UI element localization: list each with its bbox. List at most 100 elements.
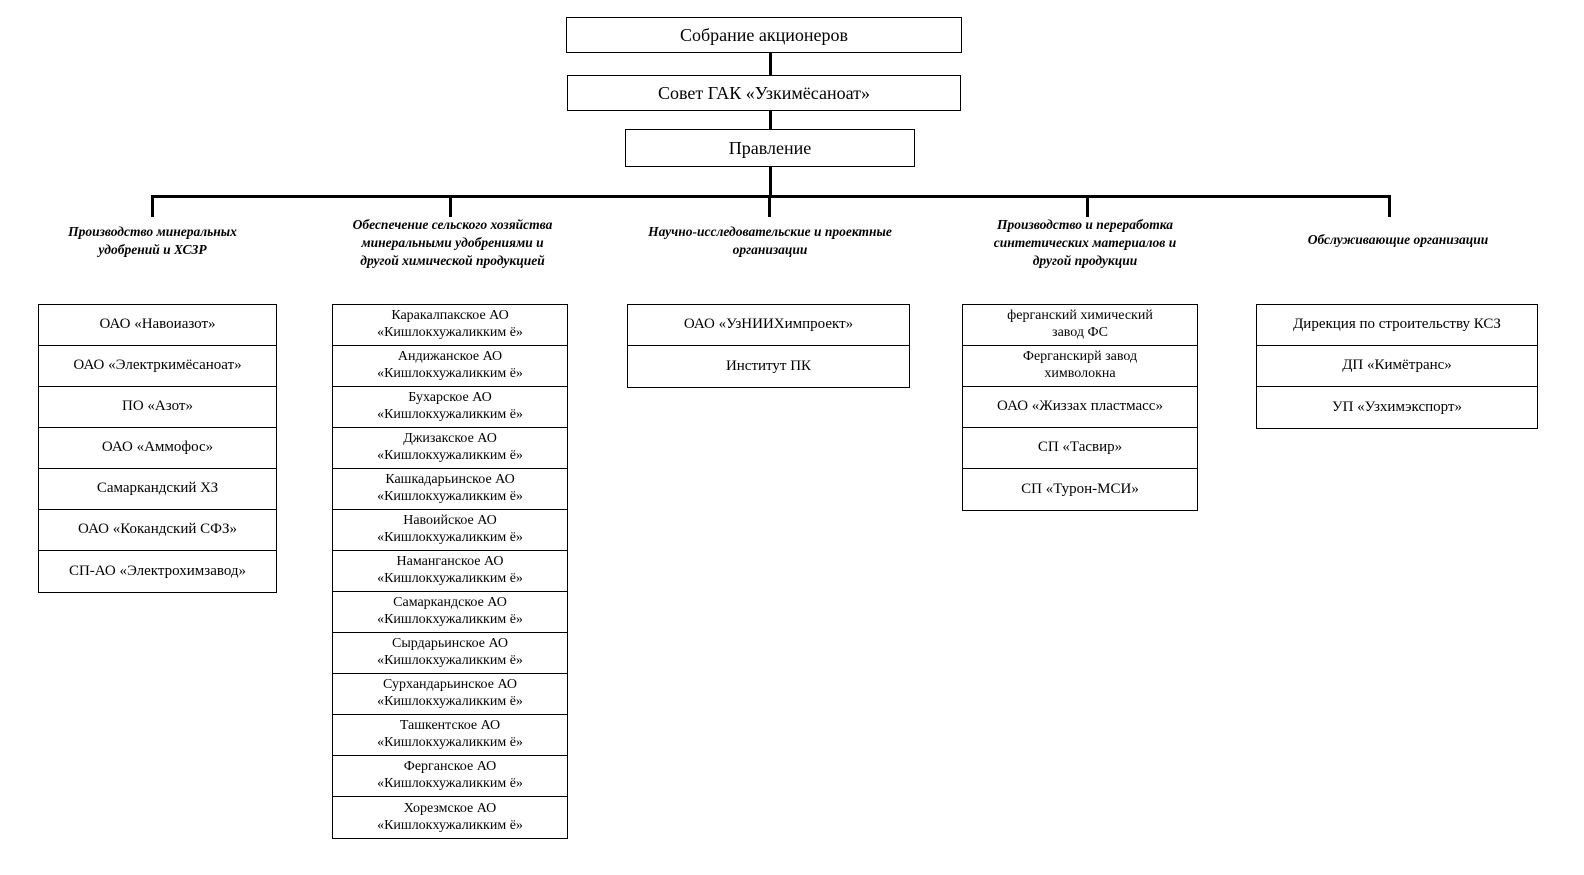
org-box-line: «Кишлокхужаликким ё» (377, 735, 523, 750)
org-box: СП «Турон-МСИ» (963, 469, 1197, 510)
org-box-line: Ферганское АО (403, 759, 497, 775)
connector-level2-to-level3 (769, 110, 772, 131)
org-box-line: завод ФС (1052, 325, 1108, 340)
org-box-line: ОАО «Кокандский СФЗ» (77, 521, 237, 538)
org-box: СП-АО «Электрохимзавод» (39, 551, 276, 592)
org-box-label: Ташкентское АО«Кишлокхужаликким ё» (337, 718, 563, 751)
org-list-column-2: Каракалпакское АО«Кишлокхужаликким ё»Анд… (332, 304, 568, 839)
org-box: Наманганское АО«Кишлокхужаликким ё» (333, 551, 567, 592)
org-box: ПО «Азот» (39, 387, 276, 428)
org-box-label: ОАО «Кокандский СФЗ» (43, 521, 272, 539)
org-box: Самаркандское АО«Кишлокхужаликким ё» (333, 592, 567, 633)
caption-column-4: Производство и переработка синтетических… (960, 216, 1210, 271)
org-box-label: Бухарское АО«Кишлокхужаликким ё» (337, 390, 563, 423)
org-box: Бухарское АО«Кишлокхужаликким ё» (333, 387, 567, 428)
caption-line: другой продукции (1032, 253, 1138, 269)
org-box-label: Сурхандарьинское АО«Кишлокхужаликким ё» (337, 677, 563, 710)
box-label: Собрание акционеров (679, 24, 849, 45)
org-box-label: СП-АО «Электрохимзавод» (43, 563, 272, 581)
box-council-gak: Совет ГАК «Узкимёсаноат» (567, 75, 961, 111)
caption-line: Научно-исследовательские и проектные (648, 224, 892, 239)
org-box-label: Андижанское АО«Кишлокхужаликким ё» (337, 349, 563, 382)
org-box-line: Бухарское АО (408, 390, 492, 406)
org-box-line: ОАО «Навоиазот» (99, 316, 216, 333)
org-box: Джизакское АО«Кишлокхужаликким ё» (333, 428, 567, 469)
org-box-line: Андижанское АО (397, 349, 503, 365)
org-box-line: «Кишлокхужаликким ё» (377, 694, 523, 709)
org-box-label: Самаркандское АО«Кишлокхужаликким ё» (337, 595, 563, 628)
org-box-label: ОАО «УзНИИХимпроект» (632, 316, 905, 334)
org-box-line: «Кишлокхужаликким ё» (377, 776, 523, 791)
org-box-label: Сырдарьинское АО«Кишлокхужаликким ё» (337, 636, 563, 669)
org-box: Институт ПК (628, 346, 909, 387)
org-box: Сырдарьинское АО«Кишлокхужаликким ё» (333, 633, 567, 674)
org-box: ОАО «Навоиазот» (39, 305, 276, 346)
org-box-line: ферганский химический (1007, 308, 1153, 324)
bus-drop-column-3 (768, 195, 771, 217)
org-box: ОАО «Жиззах пластмасс» (963, 387, 1197, 428)
org-box: Хорезмское АО«Кишлокхужаликким ё» (333, 797, 567, 838)
org-box-line: ДП «Кимётранс» (1342, 357, 1452, 374)
org-box: ОАО «Электркимёсаноат» (39, 346, 276, 387)
org-box-label: ОАО «Навоиазот» (43, 316, 272, 334)
org-box-line: Ферганскирй завод (1022, 349, 1138, 365)
caption-line: синтетических материалов и (993, 235, 1177, 251)
org-box-line: Сырдарьинское АО (392, 636, 508, 652)
org-box-label: УП «Узхимэкспорт» (1261, 399, 1533, 417)
connector-level3-to-bus (769, 166, 772, 197)
org-box: Кашкадарьинское АО«Кишлокхужаликким ё» (333, 469, 567, 510)
box-shareholders-meeting: Собрание акционеров (566, 17, 962, 53)
caption-line: удобрений и ХСЗР (98, 242, 207, 258)
caption-column-2: Обеспечение сельского хозяйства минераль… (330, 216, 575, 271)
org-box: Ферганское АО«Кишлокхужаликким ё» (333, 756, 567, 797)
org-box: ОАО «Аммофос» (39, 428, 276, 469)
org-box-label: ПО «Азот» (43, 398, 272, 416)
org-box-line: Кашкадарьинское АО (385, 472, 515, 488)
caption-line: Производство минеральных (68, 224, 237, 239)
org-box: Сурхандарьинское АО«Кишлокхужаликким ё» (333, 674, 567, 715)
org-box-line: «Кишлокхужаликким ё» (377, 653, 523, 668)
org-box-label: Навоийское АО«Кишлокхужаликким ё» (337, 513, 563, 546)
org-box-label: Ферганское АО«Кишлокхужаликким ё» (337, 759, 563, 792)
org-box-label: Дирекция по строительству КСЗ (1261, 316, 1533, 334)
org-box-line: Навоийское АО (403, 513, 497, 529)
org-box: СП «Тасвир» (963, 428, 1197, 469)
org-box: УП «Узхимэкспорт» (1257, 387, 1537, 428)
bus-drop-column-1 (151, 195, 154, 217)
org-box: Андижанское АО«Кишлокхужаликким ё» (333, 346, 567, 387)
org-list-column-5: Дирекция по строительству КСЗ ДП «Кимётра… (1256, 304, 1538, 429)
org-box-line: «Кишлокхужаликким ё» (377, 530, 523, 545)
org-box: ДП «Кимётранс» (1257, 346, 1537, 387)
org-box-line: СП-АО «Электрохимзавод» (68, 562, 247, 579)
org-box-line: Каракалпакское АО (391, 308, 509, 324)
org-box: Самаркандский ХЗ (39, 469, 276, 510)
org-box: Каракалпакское АО«Кишлокхужаликким ё» (333, 305, 567, 346)
caption-column-3: Научно-исследовательские и проектные орг… (625, 223, 915, 259)
org-box-label: Хорезмское АО«Кишлокхужаликким ё» (337, 801, 563, 834)
caption-column-5: Обслуживающие организации (1258, 231, 1538, 249)
org-box-line: «Кишлокхужаликким ё» (377, 325, 523, 340)
org-box-label: Каракалпакское АО«Кишлокхужаликким ё» (337, 308, 563, 341)
org-box-line: ПО «Азот» (122, 398, 193, 415)
caption-column-1: Производство минеральных удобрений и ХСЗ… (40, 223, 265, 259)
org-box-label: Джизакское АО«Кишлокхужаликким ё» (337, 431, 563, 464)
org-box-line: ОАО «УзНИИХимпроект» (683, 316, 854, 333)
org-box: Дирекция по строительству КСЗ (1257, 305, 1537, 346)
org-box-line: «Кишлокхужаликким ё» (377, 366, 523, 381)
org-box-line: «Кишлокхужаликким ё» (377, 612, 523, 627)
org-box-line: Самаркандское АО (393, 595, 507, 611)
org-box-line: «Кишлокхужаликким ё» (377, 817, 523, 833)
org-box-label: Институт ПК (632, 358, 905, 376)
org-box-line: СП «Тасвир» (1037, 439, 1123, 456)
org-box-line: Самаркандский ХЗ (96, 480, 219, 497)
org-box-line: ОАО «Аммофос» (101, 439, 214, 456)
org-box-label: ОАО «Жиззах пластмасс» (967, 398, 1193, 416)
org-box-label: ДП «Кимётранс» (1261, 357, 1533, 375)
caption-line: Обеспечение сельского хозяйства (352, 217, 553, 232)
org-list-column-1: ОАО «Навоиазот» ОАО «Электркимёсаноат» ПО … (38, 304, 277, 593)
